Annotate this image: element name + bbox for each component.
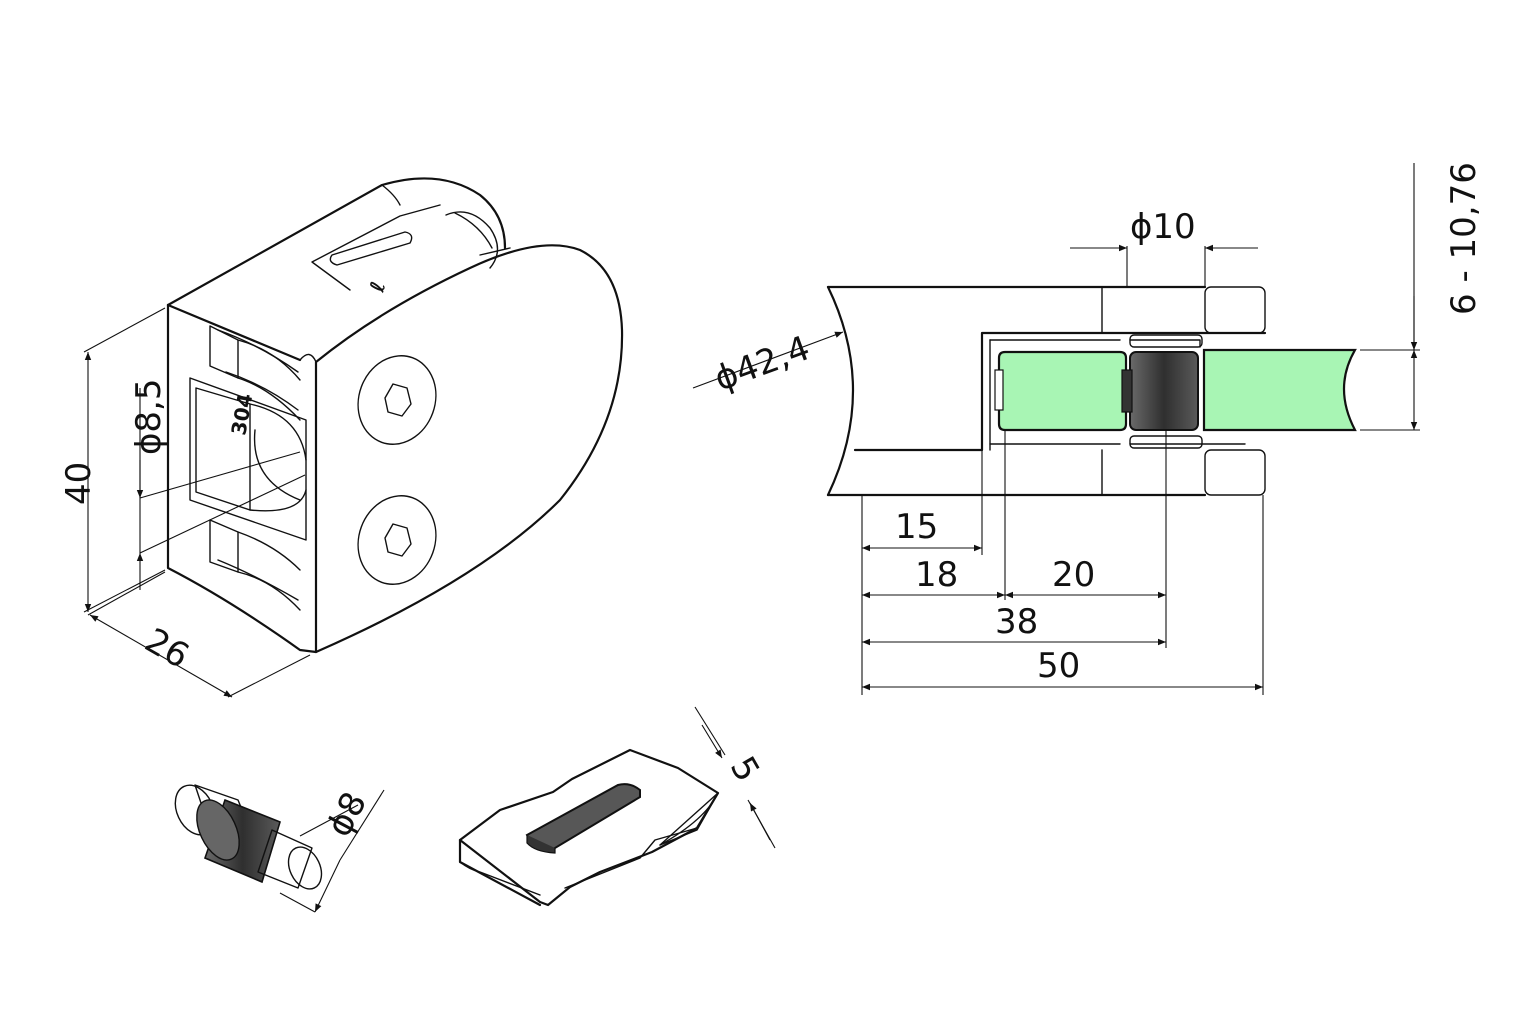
dim-20: 20 <box>1052 555 1095 595</box>
dim-pin-detail-dia: ϕ8 <box>319 786 375 844</box>
end-cap-lower <box>1204 449 1266 496</box>
pin-detail-view: ϕ8 <box>174 784 385 913</box>
screw-head-upper <box>357 355 437 445</box>
rubber-pin <box>1129 351 1199 431</box>
dim-26: 26 <box>138 620 195 676</box>
glass-right <box>1202 348 1357 432</box>
engraving-top: ℓ <box>364 279 390 295</box>
clamp-front-face <box>314 244 624 654</box>
center-opening <box>189 377 307 541</box>
dim-pad-thickness: 5 <box>722 750 767 789</box>
clamp-left-body <box>166 303 318 654</box>
pad-detail-view: 5 <box>458 706 776 907</box>
dim-glass-range: 6 - 10,76 <box>1444 162 1484 315</box>
tube-profile <box>826 285 854 497</box>
screw-head-lower <box>357 495 437 585</box>
dim-hole-dia: ϕ8,5 <box>129 379 169 456</box>
dim-15: 15 <box>895 507 938 547</box>
dim-pin-dia: ϕ10 <box>1130 207 1196 247</box>
clamp-isometric-view: 304 ℓ 40 ϕ8,5 26 <box>59 177 624 698</box>
end-cap-upper <box>1204 286 1266 334</box>
dim-tube-dia: ϕ42,4 <box>709 328 815 399</box>
top-slot <box>329 231 413 266</box>
section-view: ϕ42,4 ϕ10 6 - 10,76 15 18 20 38 50 <box>692 162 1484 695</box>
dim-50: 50 <box>1037 646 1080 686</box>
upper-channel <box>209 325 239 379</box>
dim-18: 18 <box>915 555 958 595</box>
lower-channel <box>209 519 239 573</box>
clamp-back-shell <box>166 177 507 307</box>
glass-left <box>997 350 1128 432</box>
dim-40: 40 <box>59 462 99 505</box>
dim-38: 38 <box>995 602 1038 642</box>
